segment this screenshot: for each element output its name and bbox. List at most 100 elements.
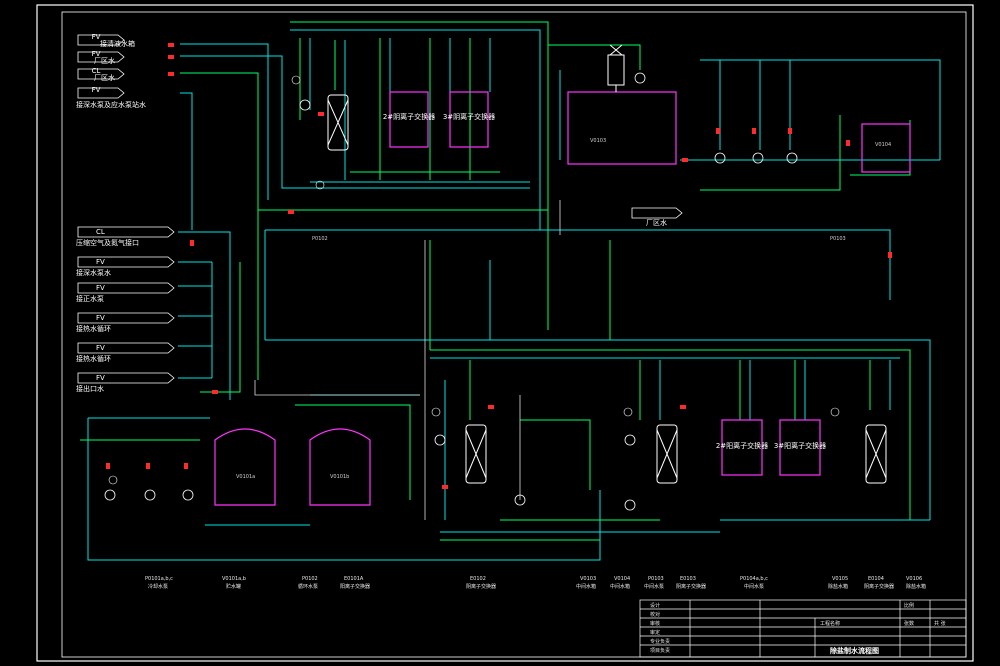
svg-text:FV: FV: [92, 33, 101, 41]
column-upper-left: [327, 94, 349, 151]
svg-text:FV: FV: [96, 284, 105, 292]
svg-text:FV: FV: [96, 258, 105, 266]
pump-icon: [624, 499, 636, 511]
svg-text:项目负责: 项目负责: [650, 647, 670, 654]
upper-exchanger-2: [389, 91, 429, 148]
svg-text:V0105: V0105: [832, 576, 848, 582]
pump-icon: [714, 152, 726, 164]
svg-text:阳离子交换器: 阳离子交换器: [340, 583, 370, 590]
upper-exchanger-3-label: 3#阴离子交换器: [443, 112, 495, 121]
pump-icon: [514, 494, 526, 506]
instrument-icon: [108, 475, 118, 485]
svg-text:接热水循环: 接热水循环: [76, 324, 111, 333]
svg-text:阴离子交换器: 阴离子交换器: [864, 583, 894, 590]
svg-text:接出口水: 接出口水: [76, 384, 104, 393]
column-lower-2: [656, 424, 678, 484]
svg-text:冷却水泵: 冷却水泵: [148, 583, 168, 590]
svg-text:比例: 比例: [904, 602, 914, 609]
svg-text:E0103: E0103: [680, 576, 696, 582]
exchanger-labels: 2#阴离子交换器 3#阴离子交换器 2#阳离子交换器 3#阳离子交换器: [383, 112, 826, 450]
upper-exchanger-2-label: 2#阴离子交换器: [383, 112, 435, 121]
feed-tag-2: FV 接深水泵水: [76, 256, 175, 277]
inlet-tag-3: CL 厂区水: [77, 67, 125, 82]
title-block-text: 设计 校对 审核 审定 专业负责 项目负责 工程名称 除盐制水流程图 比例 张数…: [650, 602, 946, 655]
pump-icon: [434, 434, 446, 446]
svg-text:CL: CL: [96, 228, 105, 236]
pump-icon: [144, 489, 156, 501]
svg-text:FV: FV: [92, 86, 101, 94]
instrument-icon: [623, 407, 633, 417]
svg-text:审核: 审核: [650, 620, 660, 627]
svg-text:贮水罐: 贮水罐: [226, 583, 241, 590]
lower-exchanger-3: [779, 419, 821, 476]
svg-text:中间水泵: 中间水泵: [644, 583, 664, 590]
svg-text:压缩空气及氮气接口: 压缩空气及氮气接口: [76, 238, 139, 247]
svg-text:P0104a,b,c: P0104a,b,c: [740, 576, 768, 582]
pump-icon: [299, 99, 311, 111]
svg-text:除盐水箱: 除盐水箱: [906, 583, 926, 590]
svg-text:阴离子交换器: 阴离子交换器: [676, 583, 706, 590]
svg-text:除盐水箱: 除盐水箱: [828, 583, 848, 590]
tank-tag: V0104: [875, 142, 891, 148]
title-block: [639, 599, 967, 658]
left-feed-tags: CL 压缩空气及氮气接口 FV 接深水泵水 FV 接正水泵 FV 接热水循环 F…: [76, 226, 175, 393]
svg-text:接深水泵水: 接深水泵水: [76, 268, 111, 277]
svg-text:接正水泵: 接正水泵: [76, 294, 104, 303]
upper-exchanger-3: [449, 91, 489, 148]
instrument-icon: [315, 180, 325, 190]
column-lower-1: [465, 424, 487, 484]
svg-text:P0103: P0103: [648, 576, 664, 582]
svg-text:厂区水: 厂区水: [646, 218, 667, 227]
svg-text:中间水泵: 中间水泵: [744, 583, 764, 590]
lower-exchanger-2-label: 2#阳离子交换器: [716, 441, 768, 450]
valves: [106, 43, 892, 489]
instrument-icon: [830, 407, 840, 417]
storage-tank-2: [309, 428, 371, 506]
intermediate-tank: [567, 91, 677, 165]
svg-text:E0101A: E0101A: [344, 576, 364, 582]
tank-tag: V0103: [590, 138, 606, 144]
drawing-frame: [36, 4, 974, 662]
pump-icon: [104, 489, 116, 501]
tank-tag: V0101b: [330, 474, 349, 480]
svg-text:接热水循环: 接热水循环: [76, 354, 111, 363]
lower-exchanger-2: [721, 419, 763, 476]
svg-text:专业负责: 专业负责: [650, 638, 670, 645]
inlet-tag-1: FV 接清液水箱: [77, 33, 135, 48]
feed-tag-1: CL 压缩空气及氮气接口: [76, 226, 175, 247]
feed-tag-4: FV 接热水循环: [76, 312, 175, 333]
inlet-label: 接深水泵及应水泵站水: [76, 100, 146, 109]
svg-text:FV: FV: [96, 344, 105, 352]
svg-text:FV: FV: [96, 374, 105, 382]
feed-tag-3: FV 接正水泵: [76, 282, 175, 303]
pump-icon: [624, 434, 636, 446]
column-lower-3: [865, 424, 887, 484]
inlet-label: 接清液水箱: [100, 39, 135, 48]
pumps: [104, 72, 798, 511]
feed-tag-6: FV 接出口水: [76, 372, 175, 393]
pump-icon: [634, 72, 646, 84]
svg-text:循环水泵: 循环水泵: [298, 583, 318, 590]
svg-text:CL: CL: [92, 67, 101, 75]
svg-text:V0103: V0103: [580, 576, 596, 582]
svg-text:张数: 张数: [904, 620, 914, 627]
svg-text:阴离子交换器: 阴离子交换器: [466, 583, 496, 590]
instrument-icon: [291, 75, 301, 85]
svg-text:中间水箱: 中间水箱: [610, 583, 630, 590]
pump-tag: P0102: [312, 236, 328, 242]
svg-text:设计: 设计: [650, 602, 660, 609]
svg-text:V0101a,b: V0101a,b: [222, 576, 246, 582]
